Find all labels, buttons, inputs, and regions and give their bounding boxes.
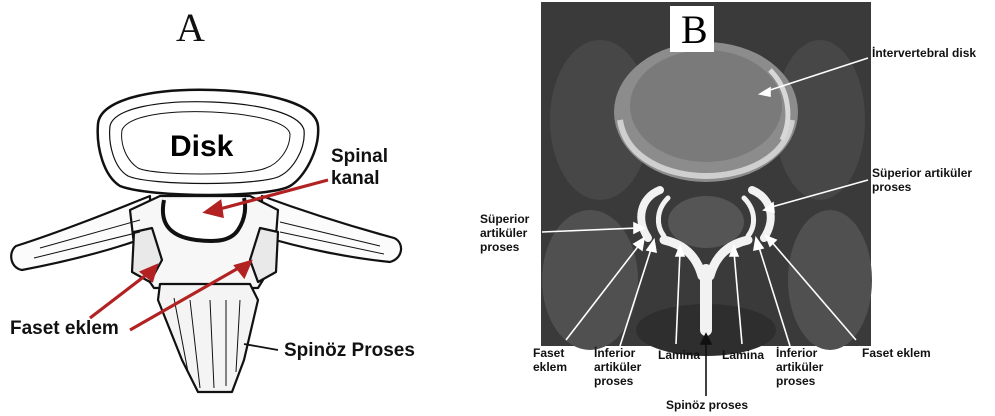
intervertebral-disk-label: İntervertebral disk: [872, 46, 976, 60]
disk-label: Disk: [170, 130, 233, 164]
faset-arrow-1: [90, 272, 150, 318]
spinous-process: [158, 284, 258, 392]
spinoz-leader: [244, 344, 278, 350]
faset-eklem-right-label: Faset eklem: [862, 346, 931, 360]
ct-scan-image: [541, 2, 872, 356]
spinoz-proses-label: Spinöz Proses: [284, 340, 415, 362]
panel-b-letter: B: [681, 10, 708, 50]
spinoz-proses-b-label: Spinöz proses: [666, 398, 748, 412]
faset-eklem-label: Faset eklem: [10, 318, 119, 340]
lamina-right-label: Lamina: [722, 348, 764, 362]
superior-artikuler-right-label: Süperior artiküler proses: [872, 166, 972, 194]
inferior-right-label: İnferior artiküler proses: [776, 346, 823, 388]
inferior-left-label: İnferior artiküler proses: [594, 346, 641, 388]
faset-eklem-left-label: Faset eklem: [533, 346, 567, 374]
spinal-kanal-label: Spinal kanal: [331, 146, 388, 191]
panel-a-letter: A: [176, 8, 205, 48]
right-transverse-process: [262, 196, 401, 262]
left-transverse-process: [11, 196, 150, 270]
superior-artikuler-left-label: Süperior artiküler proses: [480, 212, 529, 254]
lamina-left-label: Lamina: [658, 348, 700, 362]
